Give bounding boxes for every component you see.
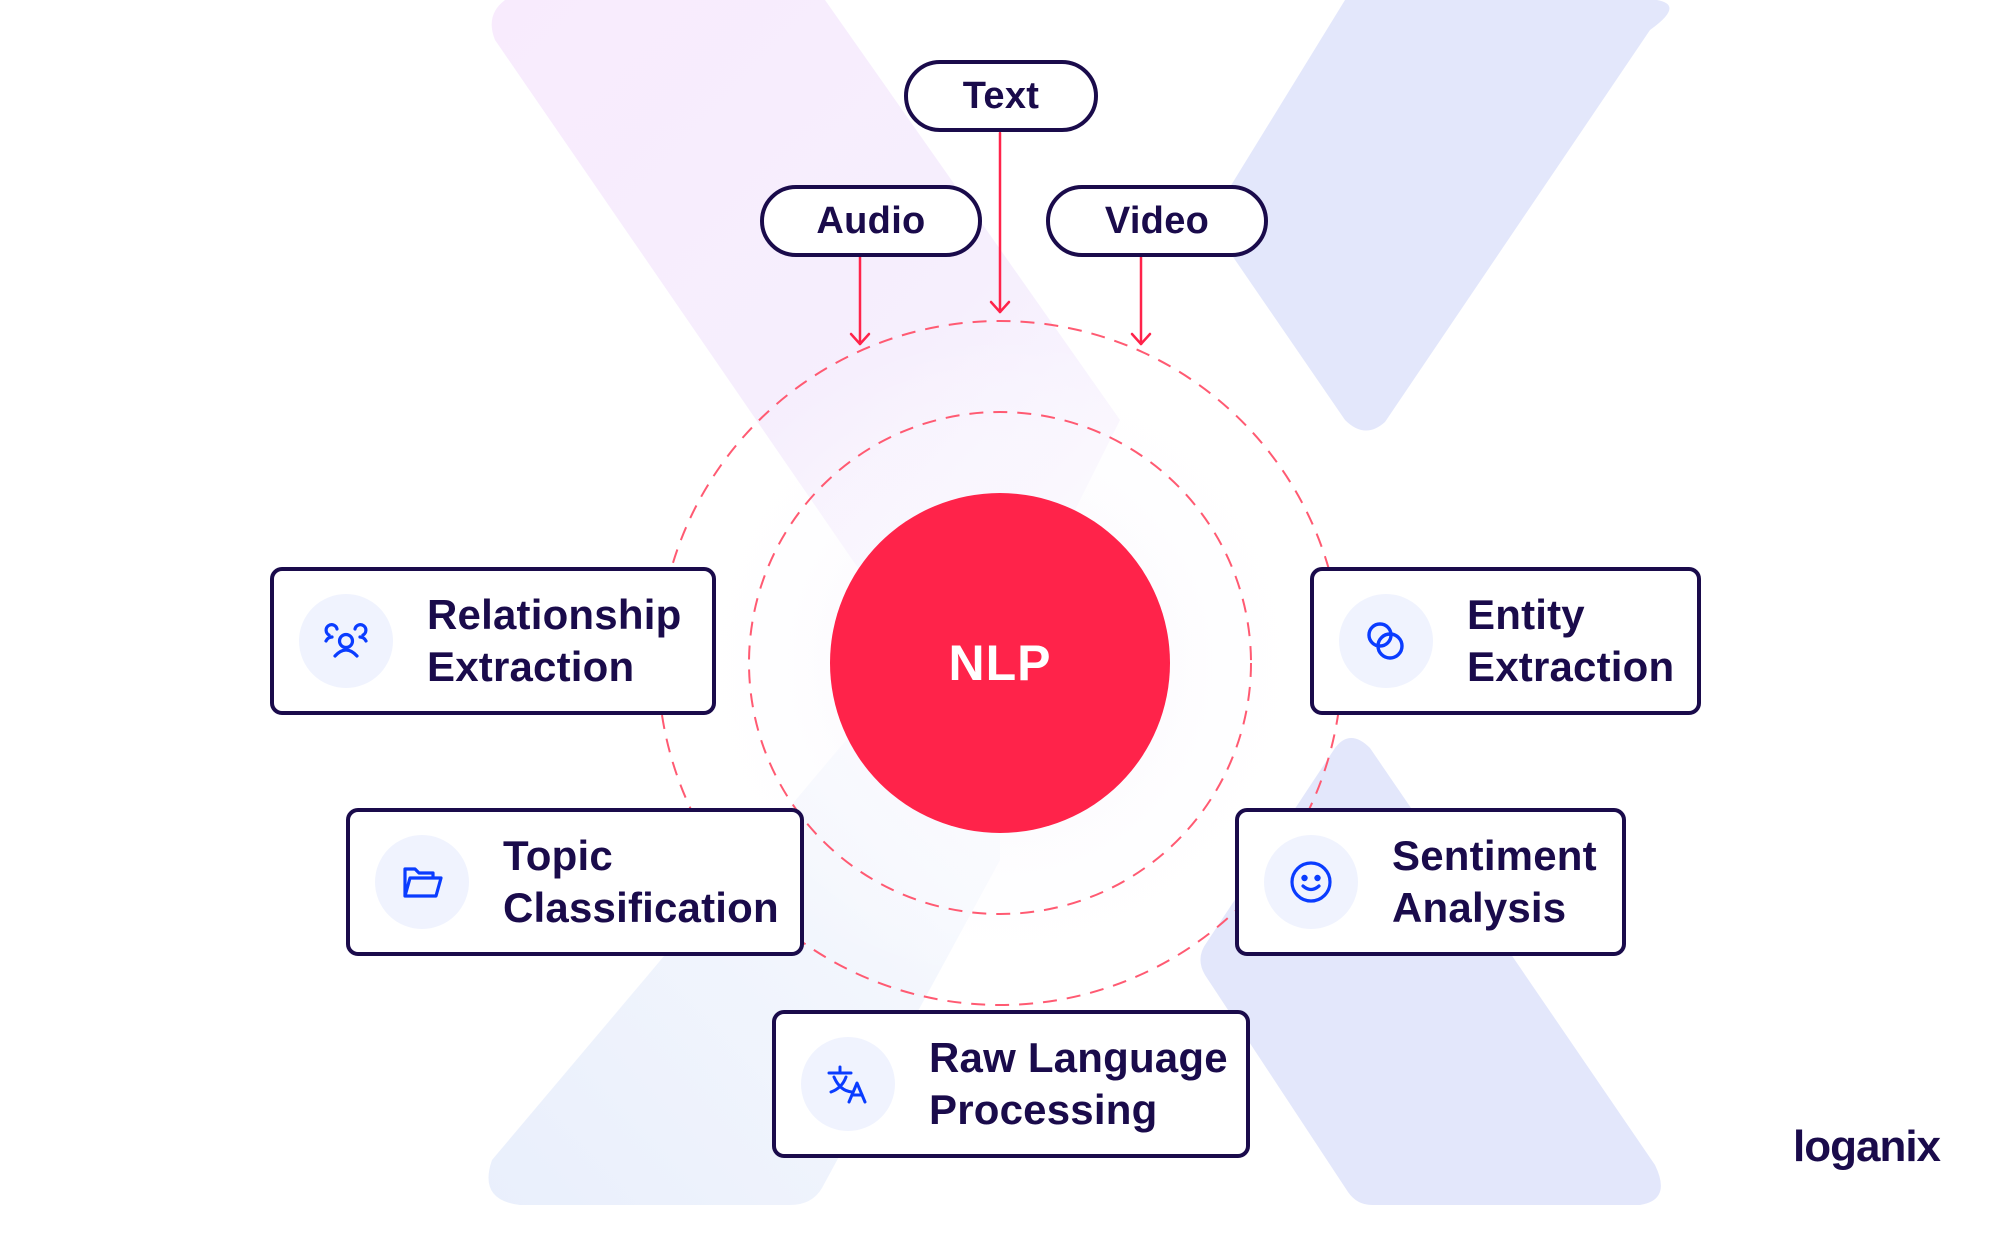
overlapping-circles-icon [1367,622,1404,660]
icon-badge [1264,835,1358,929]
input-pill-audio: Audio [760,185,982,257]
icon-badge [1339,594,1433,688]
users-group-icon [324,623,368,658]
nlp-core-circle: NLP [830,493,1170,833]
card-label: Relationship Extraction [427,589,681,693]
input-pill-video: Video [1046,185,1268,257]
brand-logo: loganix [1793,1122,1941,1171]
card-label-line2: Analysis [1392,884,1567,931]
translate-icon [827,1065,867,1104]
card-label-line1: Topic [503,832,613,879]
input-label-video: Video [1104,199,1210,242]
card-relationship-extraction: Relationship Extraction [270,567,716,715]
card-label: Entity Extraction [1467,589,1674,693]
icon-badge [801,1037,895,1131]
input-pill-text: Text [904,60,1098,132]
card-label-line1: Entity [1467,591,1585,638]
card-label: Topic Classification [503,830,779,934]
card-label-line2: Extraction [427,643,635,690]
input-label-audio: Audio [816,199,926,242]
nlp-label: NLP [948,635,1052,691]
card-label-line2: Classification [503,884,779,931]
icon-badge [375,835,469,929]
card-label: Sentiment Analysis [1392,830,1597,934]
inner-dashed-ring [748,411,1252,915]
card-label-line1: Sentiment [1392,832,1597,879]
card-label-line1: Relationship [427,591,682,638]
card-topic-classification: Topic Classification [346,808,804,956]
folder-open-icon [403,867,443,898]
arrowhead-audio [849,332,871,346]
input-label-text: Text [962,74,1040,117]
arrowhead-text [989,300,1011,314]
card-label-line2: Processing [929,1086,1158,1133]
icon-badge [299,594,393,688]
card-sentiment-analysis: Sentiment Analysis [1235,808,1626,956]
card-label-line2: Extraction [1467,643,1675,690]
arrowhead-video [1130,332,1152,346]
card-entity-extraction: Entity Extraction [1310,567,1701,715]
bg-band-upper-right [1214,0,1670,431]
card-label: Raw Language Processing [929,1032,1228,1136]
card-label-line1: Raw Language [929,1034,1228,1081]
card-raw-language-processing: Raw Language Processing [772,1010,1250,1158]
smiley-face-icon [1290,861,1332,903]
